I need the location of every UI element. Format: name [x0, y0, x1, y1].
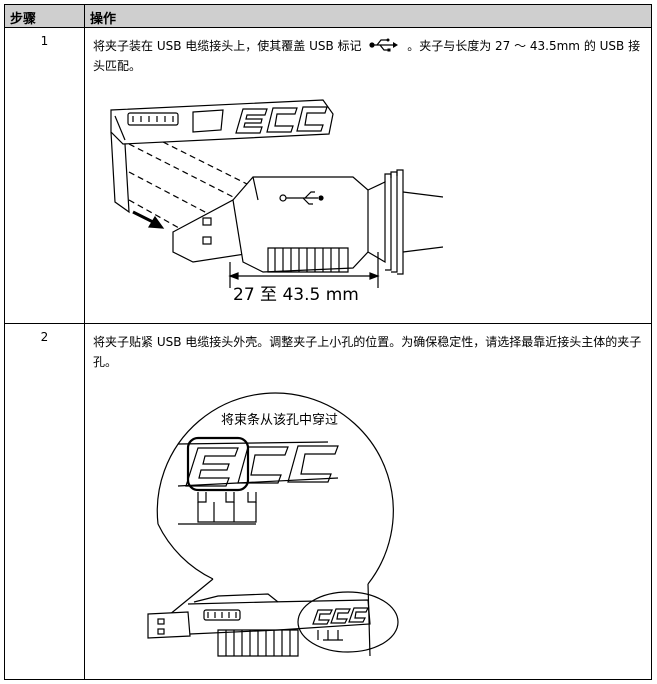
- operation-cell: 将夹子贴紧 USB 电缆接头外壳。调整夹子上小孔的位置。为确保稳定性，请选择最靠…: [84, 323, 652, 680]
- step-description: 将夹子贴紧 USB 电缆接头外壳。调整夹子上小孔的位置。为确保稳定性，请选择最靠…: [93, 335, 642, 369]
- header-operation: 操作: [84, 4, 652, 28]
- header-step: 步骤: [4, 4, 85, 28]
- clip-hole-detail-figure: 将束条从该孔中穿过: [147, 392, 399, 657]
- step-text-part1: 将夹子装在 USB 电缆接头上，使其覆盖 USB 标记: [93, 39, 362, 53]
- step-number: 1: [4, 27, 85, 324]
- dimension-label: 27 至 43.5 mm: [233, 285, 359, 302]
- table-row: 1 将夹子装在 USB 电缆接头上，使其覆盖 USB 标记 。夹子与长度为 27…: [4, 27, 652, 324]
- step-number: 2: [4, 323, 85, 680]
- step-description: 将夹子装在 USB 电缆接头上，使其覆盖 USB 标记 。夹子与长度为 27 ～…: [93, 36, 643, 76]
- procedure-table: 步骤 操作 1 将夹子装在 USB 电缆接头上，使其覆盖 USB 标记 。夹子与…: [4, 4, 652, 680]
- usb-clip-install-figure: 27 至 43.5 mm: [110, 99, 443, 302]
- usb-symbol-icon: [369, 38, 399, 52]
- step-text-part2: 。夹子与长度为 27 ～ 43.5mm 的 USB 接头匹配。: [93, 39, 641, 73]
- operation-cell: 将夹子装在 USB 电缆接头上，使其覆盖 USB 标记 。夹子与长度为 27 ～…: [84, 27, 652, 324]
- hole-callout-label: 将束条从该孔中穿过: [221, 412, 338, 428]
- table-row: 2 将夹子贴紧 USB 电缆接头外壳。调整夹子上小孔的位置。为确保稳定性，请选择…: [4, 323, 652, 680]
